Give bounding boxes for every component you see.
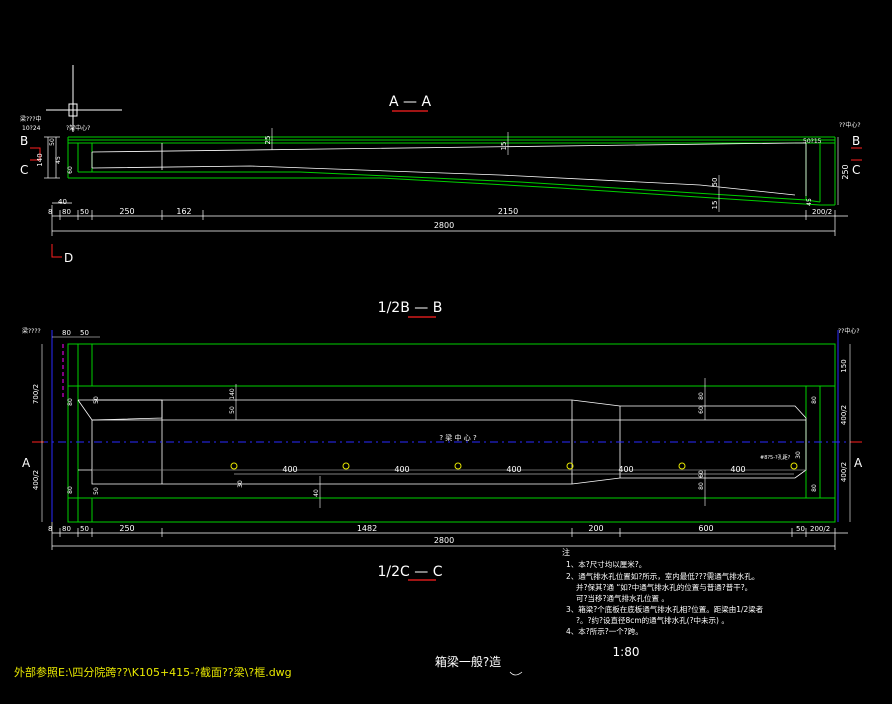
bb-spacing-1: 400	[282, 465, 297, 474]
bb-dim-top-80: 80	[62, 329, 71, 337]
bb-dim-overall: 2800	[434, 536, 454, 545]
cc-section-title: 1/2C — C	[378, 564, 443, 580]
notes-block: 注 1、本?尺寸均以厘米?。 2、通气排水孔位置如?所示，室内最低???需通气排…	[562, 547, 764, 636]
notes-header: 注	[562, 547, 570, 557]
bb-dim-bottom-200: 200	[588, 524, 603, 533]
note-line-2: 2、通气排水孔位置如?所示，室内最低???需通气排水孔。	[566, 571, 759, 581]
note-line-5: 3、箱梁?个底板在底板通气排水孔相?位置。距梁由1/2梁者	[566, 604, 764, 614]
bb-dim-bottom-600: 600	[698, 524, 713, 533]
aa-right-tag2: 50?15	[803, 138, 822, 145]
drawing-title: 箱梁一般?造	[435, 654, 501, 669]
cut-mark-d: D	[64, 251, 73, 265]
aa-dim-top-25: 25	[264, 136, 272, 145]
bb-plan-outline	[67, 343, 836, 523]
bb-spacing-5: 400	[730, 465, 745, 474]
note-line-7: 4、本?所示?一个?跨。	[566, 626, 643, 636]
cut-mark-c-left: C	[20, 163, 28, 177]
bb-inner-dim-60a: 60	[698, 406, 705, 414]
aa-left-center-label: ?架中心?	[66, 124, 90, 132]
xref-file-path[interactable]: 外部参照E:\四分院跨??\K105+415-?截面??梁\?框.dwg	[14, 665, 292, 679]
aa-section-title: A — A	[389, 94, 431, 110]
bb-inner-dim-140: 140	[229, 388, 236, 400]
bb-spacing-2: 400	[394, 465, 409, 474]
bb-section-title: 1/2B — B	[378, 300, 443, 316]
bb-inner-dim-30: 30	[237, 480, 244, 488]
aa-dim-top-45: 45	[806, 198, 813, 206]
aa-dim-top-15b: 15	[711, 201, 719, 210]
aa-dim-bottom-2150: 2150	[498, 207, 518, 216]
bb-dim-right-80a: 80	[811, 396, 818, 404]
aa-dim-bottom-80: 80	[62, 208, 71, 216]
bb-dim-left-80b: 80	[67, 486, 74, 494]
bb-left-tag: 梁????	[22, 327, 41, 335]
aa-dim-bottom-162: 162	[176, 207, 191, 216]
aa-dim-left-45: 45	[55, 156, 62, 164]
note-line-6: ?。?约?设直径8cm的通气排水孔(?中未示) 。	[576, 615, 729, 625]
bb-right-tag: ??中心?	[838, 327, 860, 335]
crosshair-cursor	[46, 65, 122, 132]
aa-left-tag2: 10?24	[22, 125, 41, 132]
bb-dim-right-400-2a: 400/2	[840, 405, 848, 425]
drawing-scale: 1:80	[613, 645, 640, 659]
aa-dim-bottom-8: 8	[48, 208, 52, 216]
bb-dim-bottom-50b: 50	[796, 525, 805, 533]
aa-dim-bottom-top-40: 40	[58, 198, 67, 206]
aa-dim-top-50: 50	[711, 178, 719, 187]
bb-inner-dim-40: 40	[313, 489, 320, 497]
aa-bottom-dim-lines	[51, 202, 848, 236]
bb-inner-dim-50b: 50	[93, 487, 100, 495]
bb-center-label: ? 梁 中 心 ?	[439, 433, 477, 442]
aa-dim-top-15: 15	[500, 142, 508, 151]
note-line-4: 可?当移?通气排水孔位置 。	[576, 593, 669, 603]
bb-dim-left-80a: 80	[67, 398, 74, 406]
aa-dim-overall: 2800	[434, 221, 454, 230]
aa-dim-bottom-50: 50	[80, 208, 89, 216]
note-line-1: 1、本?尺寸均以厘米?。	[566, 559, 646, 569]
aa-dim-bottom-250: 250	[119, 207, 134, 216]
aa-dim-bottom-200-2: 200/2	[812, 208, 832, 216]
bb-inner-dim-80b: 80	[698, 482, 705, 490]
aa-dim-left-140: 140	[36, 153, 44, 166]
aa-cut-marks: B C B C	[20, 134, 862, 177]
cut-mark-b-left: B	[20, 134, 28, 148]
bb-dim-left-400-2: 400/2	[32, 470, 40, 490]
bb-spacing-3: 400	[506, 465, 521, 474]
bb-spacing-4: 400	[618, 465, 633, 474]
aa-dim-left-50: 50	[49, 138, 56, 146]
aa-right-tag: ??中心?	[839, 121, 861, 129]
cut-mark-c-right: C	[852, 163, 860, 177]
bb-dim-bottom-1482: 1482	[357, 524, 377, 533]
bb-dim-right-150: 150	[840, 359, 848, 372]
aa-inner-cell	[91, 142, 807, 196]
bb-inner-dim-50c: 50	[229, 406, 236, 414]
aa-left-tag: 梁???中	[20, 115, 42, 123]
bb-dim-right-30: 30	[795, 451, 802, 459]
aa-dim-right-250: 250	[841, 164, 850, 179]
bb-dim-top-50: 50	[80, 329, 89, 337]
bb-inner-dim-80a: 80	[698, 392, 705, 400]
cut-mark-b-right: B	[852, 134, 860, 148]
bb-right-note: #8?5-?孔距?	[760, 454, 791, 461]
note-line-3: 并?保其?通 “如?中通气排水孔的位置与普通?普干?。	[576, 582, 752, 592]
bb-dim-bottom-80: 80	[62, 525, 71, 533]
bb-dim-bottom-8: 8	[48, 525, 52, 533]
bb-dim-right-80b: 80	[811, 484, 818, 492]
bb-dim-bottom-250: 250	[119, 524, 134, 533]
aa-left-dims	[44, 136, 60, 179]
bb-vent-holes	[230, 462, 798, 470]
cut-mark-a-right: A	[854, 456, 863, 470]
bb-dim-bottom-50: 50	[80, 525, 89, 533]
bb-inner-dim-ticks	[235, 378, 706, 508]
bb-dim-left-700-2: 700/2	[32, 384, 40, 404]
bb-dim-right-400-2b: 400/2	[840, 462, 848, 482]
bb-inner-dim-50a: 50	[93, 396, 100, 404]
cut-mark-a-left: A	[22, 456, 31, 470]
aa-dim-left-60: 60	[67, 166, 74, 174]
bb-dim-bottom-200-2: 200/2	[810, 525, 830, 533]
bb-bottom-dim-lines	[51, 522, 848, 550]
